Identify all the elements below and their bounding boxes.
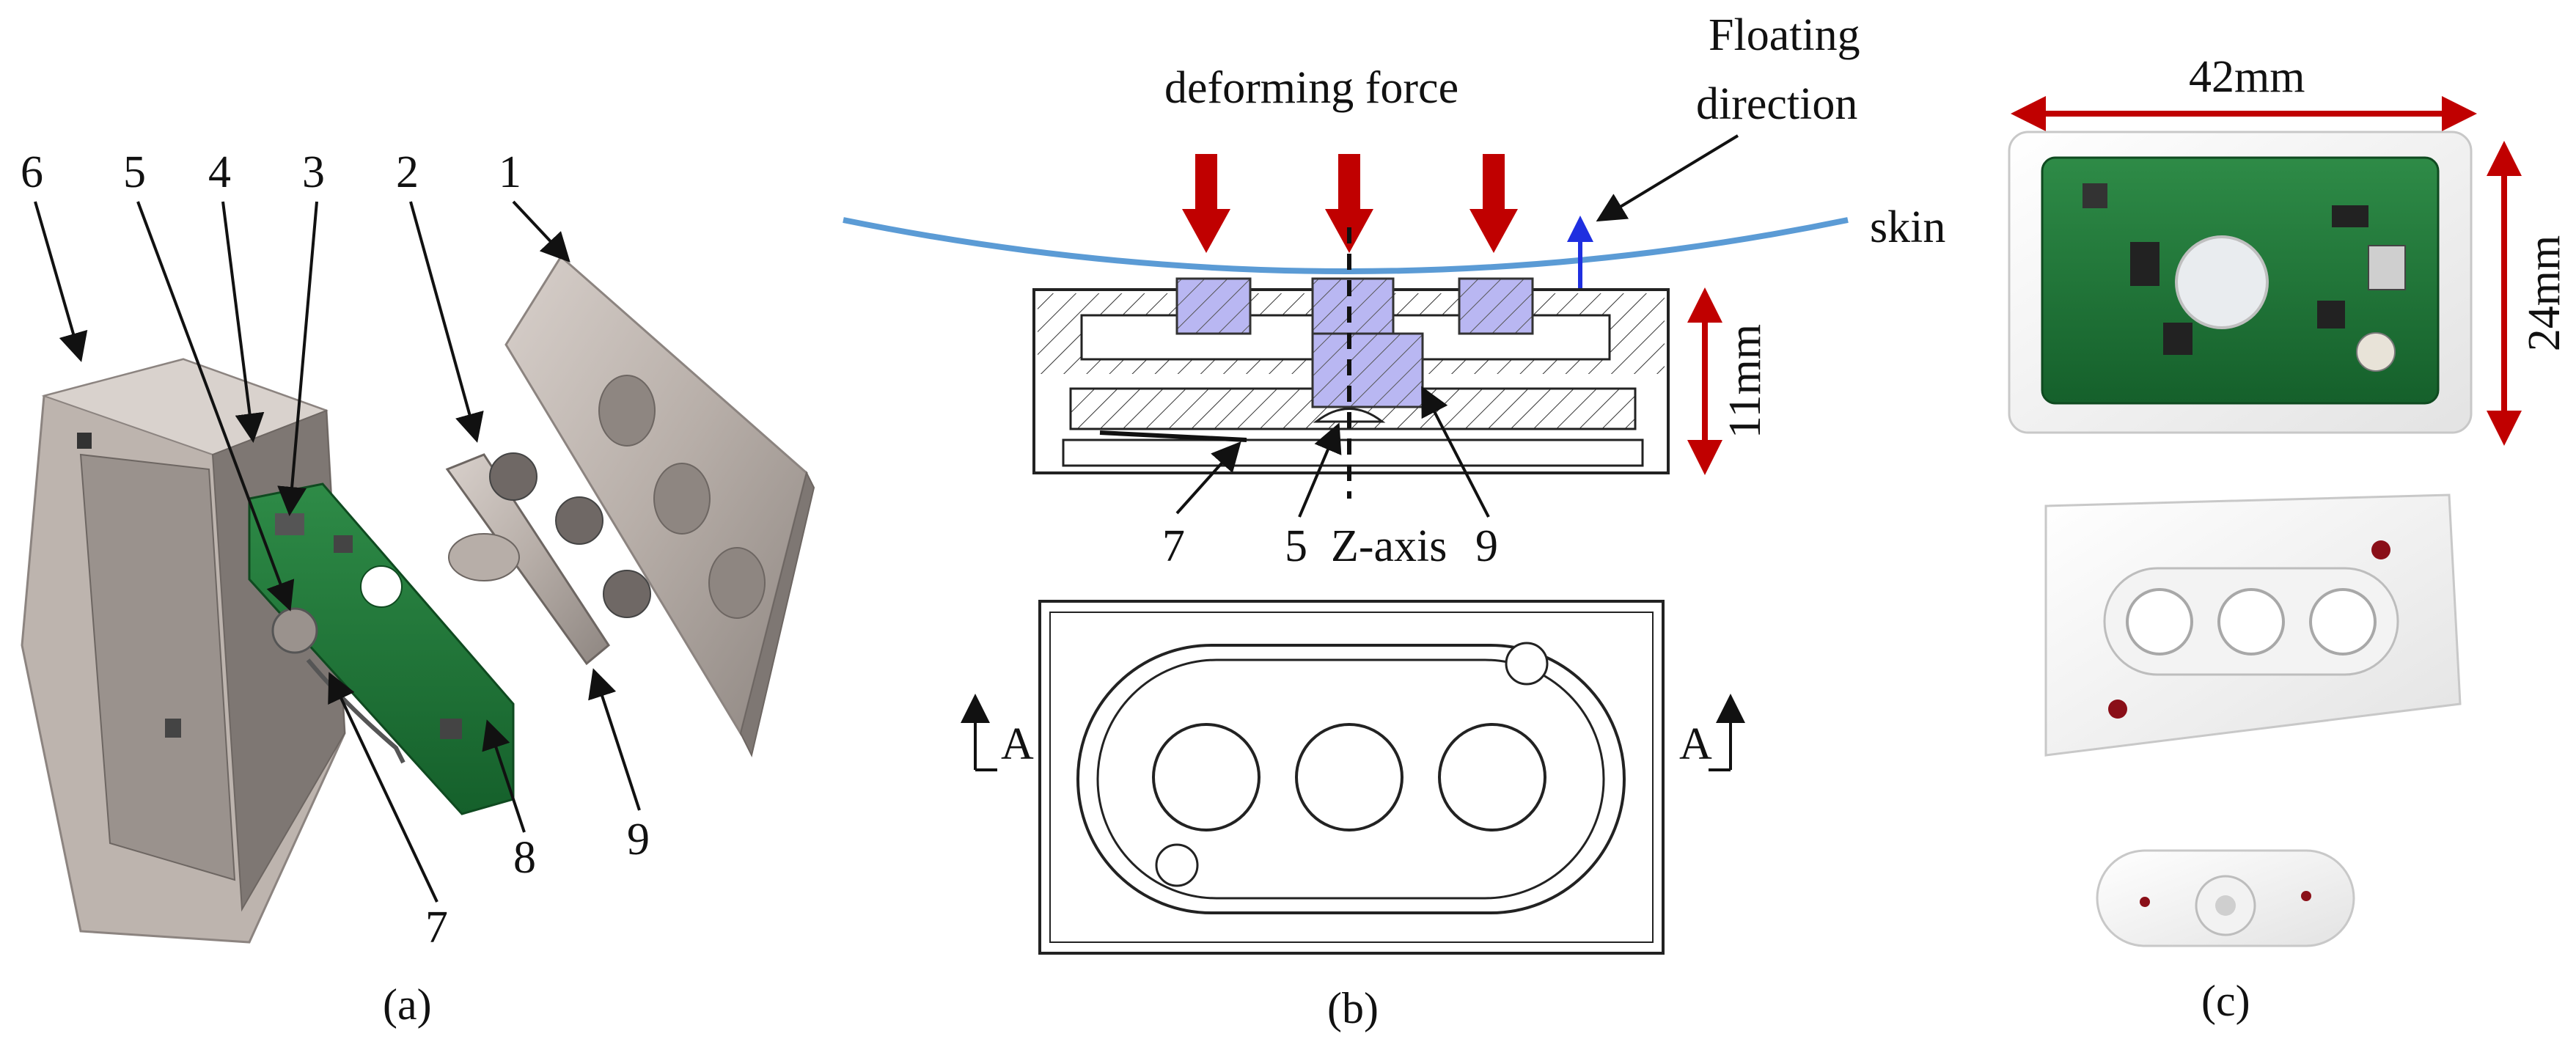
label-part-1: 1 xyxy=(499,147,521,197)
label-part-4: 4 xyxy=(208,147,231,197)
caption-c: (c) xyxy=(2201,977,2250,1025)
force-arrows xyxy=(1182,154,1518,253)
photo-cover-plate xyxy=(2044,493,2462,757)
label-part-5: 5 xyxy=(123,147,146,197)
label-part-7: 7 xyxy=(425,903,448,952)
section-view xyxy=(1032,227,1670,499)
top-view xyxy=(1038,600,1665,955)
label-part-2: 2 xyxy=(396,147,419,197)
panel-c-photos: 42mm 24mm xyxy=(2008,52,2569,1025)
panel-a-exploded-view: 6 5 4 3 2 1 7 8 9 (a) xyxy=(21,147,815,1029)
photo-rocker xyxy=(2096,849,2355,947)
callout-arrow-9 xyxy=(1421,386,1490,518)
contact-part-5-7 xyxy=(271,607,406,764)
section-label-left: A xyxy=(1001,719,1034,769)
z-axis-label: Z-axis xyxy=(1331,521,1447,571)
floating-leader-arrow xyxy=(1596,134,1739,222)
label-part-3: 3 xyxy=(302,147,325,197)
floating-label-line1: Floating xyxy=(1709,10,1860,60)
label-part-8: 8 xyxy=(513,833,536,883)
caption-b: (b) xyxy=(1327,984,1379,1032)
leader-arrow-3 xyxy=(277,201,318,516)
caption-a: (a) xyxy=(383,980,432,1029)
leader-arrow-7 xyxy=(328,672,438,903)
force-arrow-right xyxy=(1469,154,1518,253)
leader-arrow-8 xyxy=(482,719,526,833)
label-part-6: 6 xyxy=(21,147,43,197)
rocker-part-9 xyxy=(445,452,651,666)
leader-arrow-9 xyxy=(588,668,641,811)
leader-arrow-1 xyxy=(512,200,570,262)
height-dimension-label-c: 24mm xyxy=(2520,235,2569,351)
cover-plate-part-1 xyxy=(504,254,815,757)
width-dimension-label: 42mm xyxy=(2189,52,2305,102)
callout-7: 7 xyxy=(1162,521,1185,571)
force-arrow-left xyxy=(1182,154,1230,253)
leader-arrow-2 xyxy=(409,201,484,443)
leader-arrow-6 xyxy=(34,201,88,362)
force-label: deforming force xyxy=(1164,63,1458,113)
label-part-9: 9 xyxy=(627,815,650,864)
callout-9: 9 xyxy=(1475,521,1498,571)
callout-5: 5 xyxy=(1285,521,1307,571)
height-dimension-label: 11mm xyxy=(1720,324,1770,438)
panel-b-drawings: deforming force Floating direction skin xyxy=(843,10,1945,1032)
leader-arrow-4 xyxy=(221,201,265,443)
skin-curve xyxy=(843,217,1849,274)
section-label-right: A xyxy=(1679,719,1712,769)
photo-housing-with-pcb xyxy=(2008,131,2473,434)
floating-label-line2: direction xyxy=(1696,79,1857,129)
callout-arrow-7 xyxy=(1175,441,1241,515)
callout-arrow-5 xyxy=(1298,422,1342,518)
leader-arrow-5 xyxy=(136,201,295,612)
skin-label: skin xyxy=(1870,202,1945,252)
